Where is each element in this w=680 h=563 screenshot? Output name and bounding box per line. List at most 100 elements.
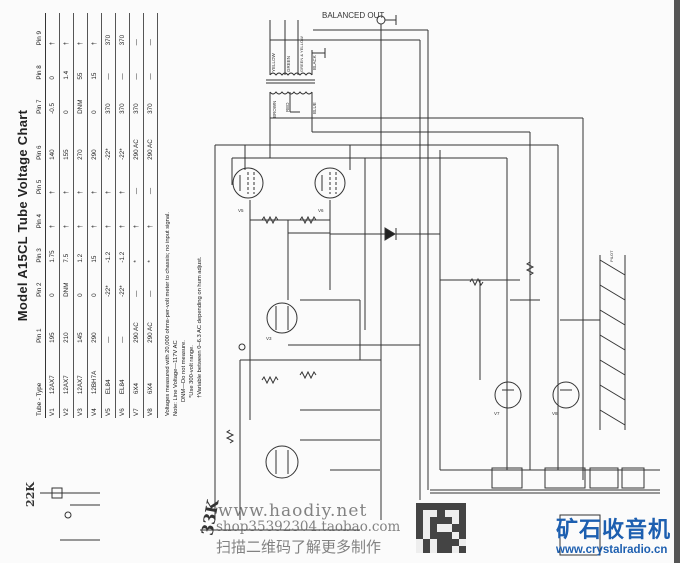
table-cell: 0 (45, 264, 60, 299)
table-cell: -0.5 (45, 81, 60, 116)
column-header: Pin 5 (34, 161, 46, 197)
tube-label-v6: V6 (318, 208, 324, 213)
chart-notes: Voltages measured with 20,000 ohms-per-v… (164, 13, 204, 418)
watermark-shop: shop35392304.taobao.com (216, 519, 401, 535)
table-cell: V1 (45, 396, 60, 418)
table-cell: 0 (87, 81, 102, 116)
scan-edge (674, 0, 680, 563)
brand-logo: 矿石收音机 (556, 518, 672, 543)
table-cell: -1.2 (101, 230, 116, 265)
pilot-label: PILOT (609, 250, 614, 262)
table-cell: * (129, 230, 144, 265)
table-cell: 1.4 (59, 47, 74, 82)
note-range: *Use 300-volt range. (189, 345, 195, 398)
table-cell: † (129, 196, 144, 231)
tube-v6 (314, 167, 346, 199)
table-cell: 12AX7 (45, 344, 60, 397)
table-cell: † (87, 196, 102, 231)
table-cell: † (73, 13, 88, 48)
table-cell: † (59, 196, 74, 231)
table-cell: 7.5 (59, 230, 74, 265)
column-header: Pin 2 (34, 264, 46, 299)
bus-wires (200, 24, 660, 531)
table-cell: † (115, 196, 130, 231)
tube-voltage-chart: Model A15CL Tube Voltage Chart Tube - Ty… (12, 13, 207, 418)
table-cell: † (87, 161, 102, 197)
wire-label-yellow: YELLOW (271, 52, 276, 72)
table-cell: 145 (73, 298, 88, 345)
column-header: Pin 4 (34, 196, 46, 231)
note-line-voltage: Note: Line Voltage—117V AC (173, 340, 179, 416)
table-cell: 290 (87, 298, 102, 345)
tube-v7 (494, 381, 522, 409)
table-cell: † (101, 161, 116, 197)
column-header: Pin 3 (34, 230, 46, 265)
column-header: Tube - Type (34, 344, 46, 418)
table-cell: 0 (73, 264, 88, 299)
table-cell: 0 (87, 264, 102, 299)
table-cell: 1.75 (45, 230, 60, 265)
table-cell: — (129, 47, 144, 82)
table-cell: — (143, 47, 158, 82)
watermark-scan-text: 扫描二维码了解更多制作 (216, 538, 382, 556)
table-cell: 12BH7A (87, 344, 102, 397)
table-cell: — (143, 264, 158, 299)
qr-code (416, 503, 466, 553)
table-cell: -1.2 (115, 230, 130, 265)
table-cell: * (143, 230, 158, 265)
table-cell: 1.2 (73, 230, 88, 265)
table-cell: 290 (87, 115, 102, 162)
table-cell: 290 AC (129, 115, 144, 162)
table-cell: † (143, 196, 158, 231)
output-transformer (266, 20, 326, 158)
table-cell: 270 (73, 115, 88, 162)
column-header: Pin 8 (34, 47, 46, 82)
tube-voltage-chart-wrapper: Model A15CL Tube Voltage Chart Tube - Ty… (0, 0, 203, 420)
tube-label-v5: V5 (238, 208, 244, 213)
table-cell: V4 (87, 396, 102, 418)
table-cell: † (115, 161, 130, 197)
table-cell: — (143, 161, 158, 197)
brand-url: www.crystalradio.cn (556, 544, 668, 556)
table-cell: 12AX7 (59, 344, 74, 397)
table-cell: EL84 (101, 344, 116, 397)
wire-label-green-yellow: GREEN & YELLOW (299, 36, 304, 72)
table-cell: † (45, 161, 60, 197)
table-cell: 15 (87, 47, 102, 82)
tube-label-v3: V3 (266, 336, 272, 341)
diode (384, 227, 396, 241)
note-measurement: Voltages measured with 20,000 ohms-per-v… (165, 212, 171, 416)
table-cell: † (73, 196, 88, 231)
table-cell: 290 AC (143, 298, 158, 345)
table-cell: -22* (115, 115, 130, 162)
table-cell: 6X4 (129, 344, 144, 397)
table-cell: 0 (59, 81, 74, 116)
table-cell: — (129, 13, 144, 48)
table-cell: V2 (59, 396, 74, 418)
table-cell: 290 AC (129, 298, 144, 345)
table-cell: — (101, 47, 116, 82)
table-cell: 210 (59, 298, 74, 345)
table-cell: 370 (115, 81, 130, 116)
table-cell: DNM (73, 81, 88, 116)
wire-label-blue: BLUE (312, 102, 317, 114)
table-cell: V6 (115, 396, 130, 418)
watermark-site: www.haodiy.net (218, 501, 368, 521)
table-cell: -22* (115, 264, 130, 299)
tube-v1 (265, 445, 299, 479)
handwritten-22k: 22K (23, 482, 37, 507)
table-cell: 370 (129, 81, 144, 116)
column-header: Pin 1 (34, 298, 46, 345)
table-cell: 0 (45, 47, 60, 82)
wire-label-red: RED (285, 102, 290, 112)
table-cell: — (129, 161, 144, 197)
column-header: Pin 6 (34, 115, 46, 162)
table-cell: 6X4 (143, 344, 158, 397)
column-header: Pin 9 (34, 13, 46, 48)
